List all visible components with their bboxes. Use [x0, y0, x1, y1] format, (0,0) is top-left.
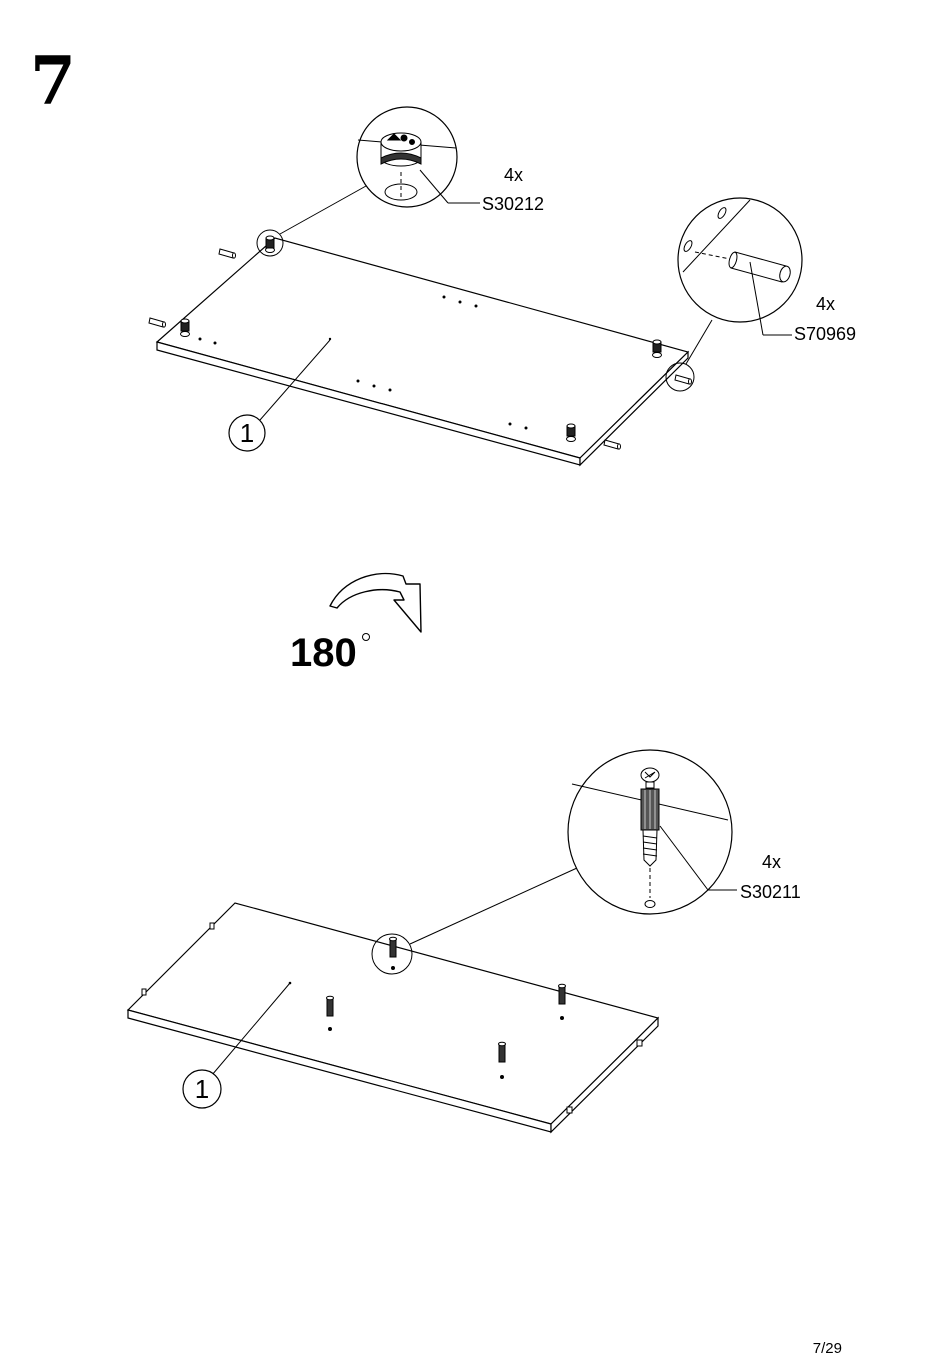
top-assembly: 1 4x S30212	[149, 107, 856, 465]
degree-symbol-icon	[363, 634, 370, 641]
dowel-detail	[678, 198, 802, 322]
dowel-icon	[675, 375, 692, 384]
step-number: 7	[30, 42, 76, 120]
page-number: 7/29	[813, 1340, 842, 1357]
callout-s30211-part: S30211	[740, 882, 801, 902]
callout-s30212-qty: 4x	[504, 165, 523, 185]
bottom-assembly: 1 4x S30211	[128, 750, 801, 1132]
top-panel-label: 1	[240, 418, 254, 448]
callout-s30211-qty: 4x	[762, 852, 781, 872]
cam-lock-icon	[181, 319, 190, 337]
cam-lock-icon	[266, 236, 275, 253]
dowel-icon	[149, 318, 166, 327]
rotate-arrow-icon	[330, 574, 421, 632]
dowel-icon	[604, 440, 621, 449]
cam-lock-icon	[567, 424, 576, 442]
callout-s70969-part: S70969	[794, 324, 856, 344]
callout-s70969-qty: 4x	[816, 294, 835, 314]
dowel-icon	[219, 249, 236, 258]
rotation-value: 180	[290, 631, 357, 675]
rotation-indicator: 180	[290, 574, 421, 675]
bottom-panel-label: 1	[195, 1074, 209, 1104]
callout-s30212-part: S30212	[482, 194, 544, 214]
cam-lock-detail	[357, 107, 457, 207]
cam-lock-icon	[653, 340, 662, 358]
